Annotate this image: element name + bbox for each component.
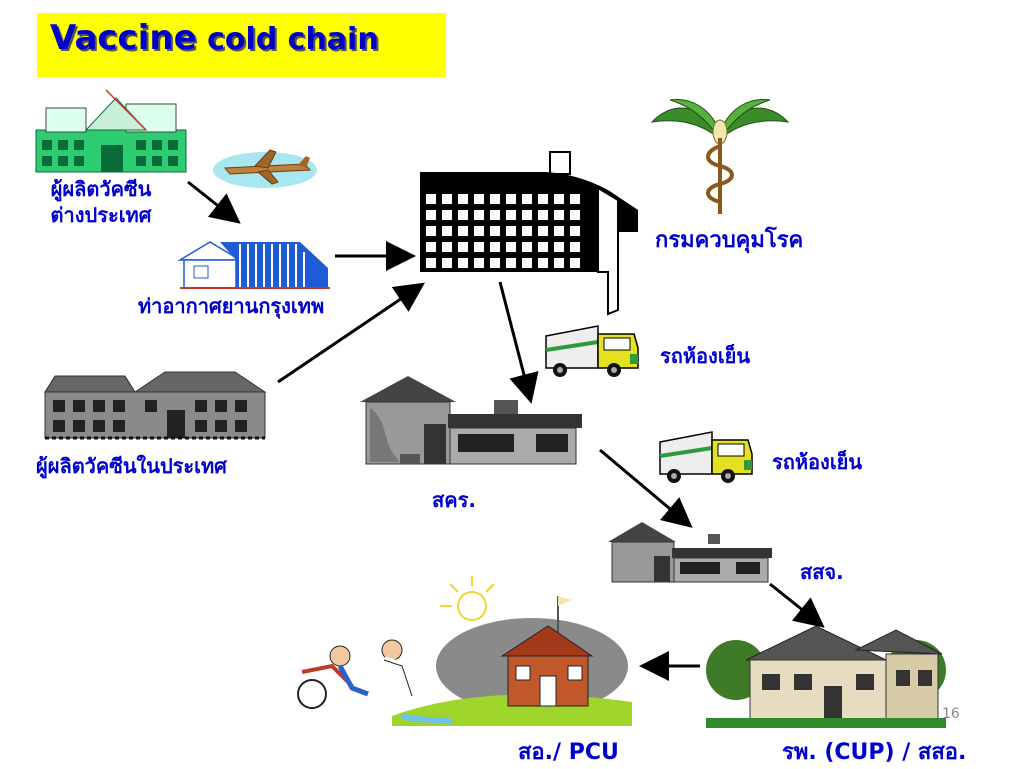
provincial-office-label: สสจ. [800, 560, 844, 584]
arrow-domestic-to-ddc [277, 282, 425, 384]
cold-truck-label-1: รถห้องเย็น [660, 344, 751, 368]
caduceus-icon [650, 98, 790, 214]
slide-title: Vaccine cold chain [50, 18, 379, 58]
airplane-icon [213, 149, 317, 188]
foreign-manufacturer-label: ผู้ผลิตวัคซีน ต่างประเทศ [50, 177, 152, 227]
cold-truck-icon-2 [659, 431, 753, 483]
page-number: 16 [942, 706, 960, 722]
provincial-office-icon [608, 522, 772, 583]
domestic-factory-icon [44, 371, 267, 440]
title-background [37, 13, 446, 77]
ddc-label: กรมควบคุมโรค [655, 228, 804, 253]
domestic-manufacturer-label: ผู้ผลิตวัคซีนในประเทศ [36, 454, 227, 478]
health-station-icon [297, 576, 632, 726]
foreign-factory-icon [35, 89, 187, 173]
cold-truck-icon-1 [545, 325, 639, 377]
ddc-building-icon [420, 151, 638, 316]
hospital-icon [706, 625, 946, 728]
arrow-foreign-to-airport [187, 180, 241, 224]
airport-label: ท่าอากาศยานกรุงเทพ [138, 294, 325, 318]
regional-office-label: สคร. [432, 488, 476, 512]
health-station-label: สอ./ PCU [518, 740, 619, 765]
airport-icon [177, 241, 330, 289]
regional-office-icon [360, 376, 582, 465]
hospital-label: รพ. (CUP) / สสอ. [782, 740, 967, 765]
arrow-provincial-to-hospital [769, 582, 825, 628]
cold-truck-label-2: รถห้องเย็น [772, 450, 863, 474]
arrow-regional-to-provincial [599, 448, 693, 528]
arrow-ddc-to-regional [498, 281, 539, 404]
